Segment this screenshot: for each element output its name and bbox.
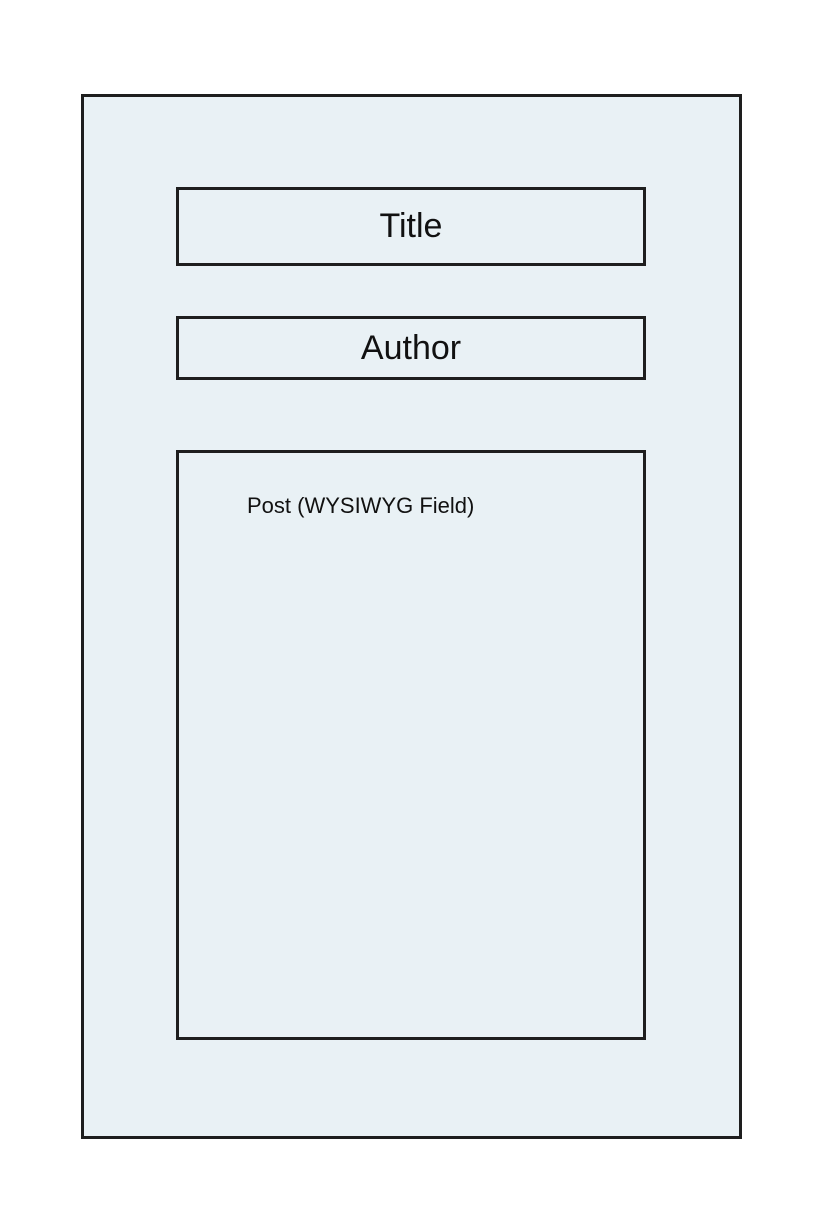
post-wysiwyg-field[interactable]: Post (WYSIWYG Field) (176, 450, 646, 1040)
author-field-label: Author (360, 328, 462, 367)
post-field-label: Post (WYSIWYG Field) (247, 493, 475, 518)
author-field[interactable]: Author (176, 316, 646, 380)
title-field[interactable]: Title (176, 187, 646, 266)
title-field-label: Title (379, 207, 443, 245)
